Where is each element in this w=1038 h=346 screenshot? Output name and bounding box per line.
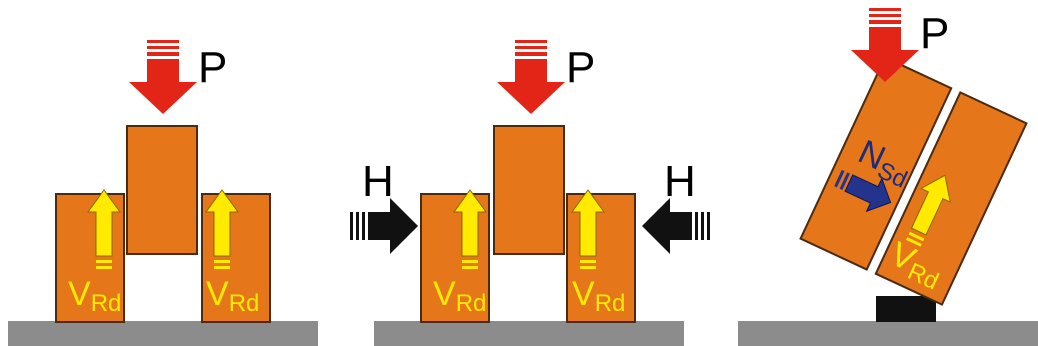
shear-arrow-rotated bbox=[906, 174, 951, 247]
ground-slab bbox=[738, 321, 1038, 346]
ground-slab bbox=[8, 321, 318, 346]
load-label: P bbox=[920, 9, 949, 58]
shear-label-left: VRd bbox=[68, 275, 121, 317]
center-block bbox=[493, 125, 565, 255]
horizontal-arrow-right bbox=[642, 198, 710, 254]
shear-label-right: VRd bbox=[572, 275, 625, 317]
panel-vertical-and-horizontal-load: P H H VRd VRd bbox=[350, 40, 710, 346]
load-label: P bbox=[198, 43, 227, 92]
panel-rotated-blocks: P NSd VRd bbox=[738, 8, 1038, 346]
shear-label-left: VRd bbox=[433, 275, 486, 317]
center-block bbox=[126, 125, 198, 255]
load-label: P bbox=[566, 43, 595, 92]
ground-slab bbox=[374, 321, 684, 346]
load-arrow bbox=[497, 40, 565, 114]
horizontal-label-right: H bbox=[664, 157, 696, 206]
panel-vertical-load-only: P VRd VRd bbox=[8, 40, 318, 346]
pivot-support bbox=[876, 296, 936, 322]
horizontal-label-left: H bbox=[362, 157, 394, 206]
side-block-right bbox=[201, 193, 271, 323]
normal-force-arrow bbox=[834, 169, 892, 213]
rotated-block-left bbox=[799, 56, 953, 271]
side-block-left bbox=[55, 193, 125, 323]
shear-label-right: VRd bbox=[206, 275, 259, 317]
load-arrow bbox=[129, 40, 197, 114]
rotated-block-right bbox=[874, 91, 1028, 306]
side-block-right bbox=[566, 193, 636, 323]
horizontal-arrow-left bbox=[350, 198, 418, 254]
